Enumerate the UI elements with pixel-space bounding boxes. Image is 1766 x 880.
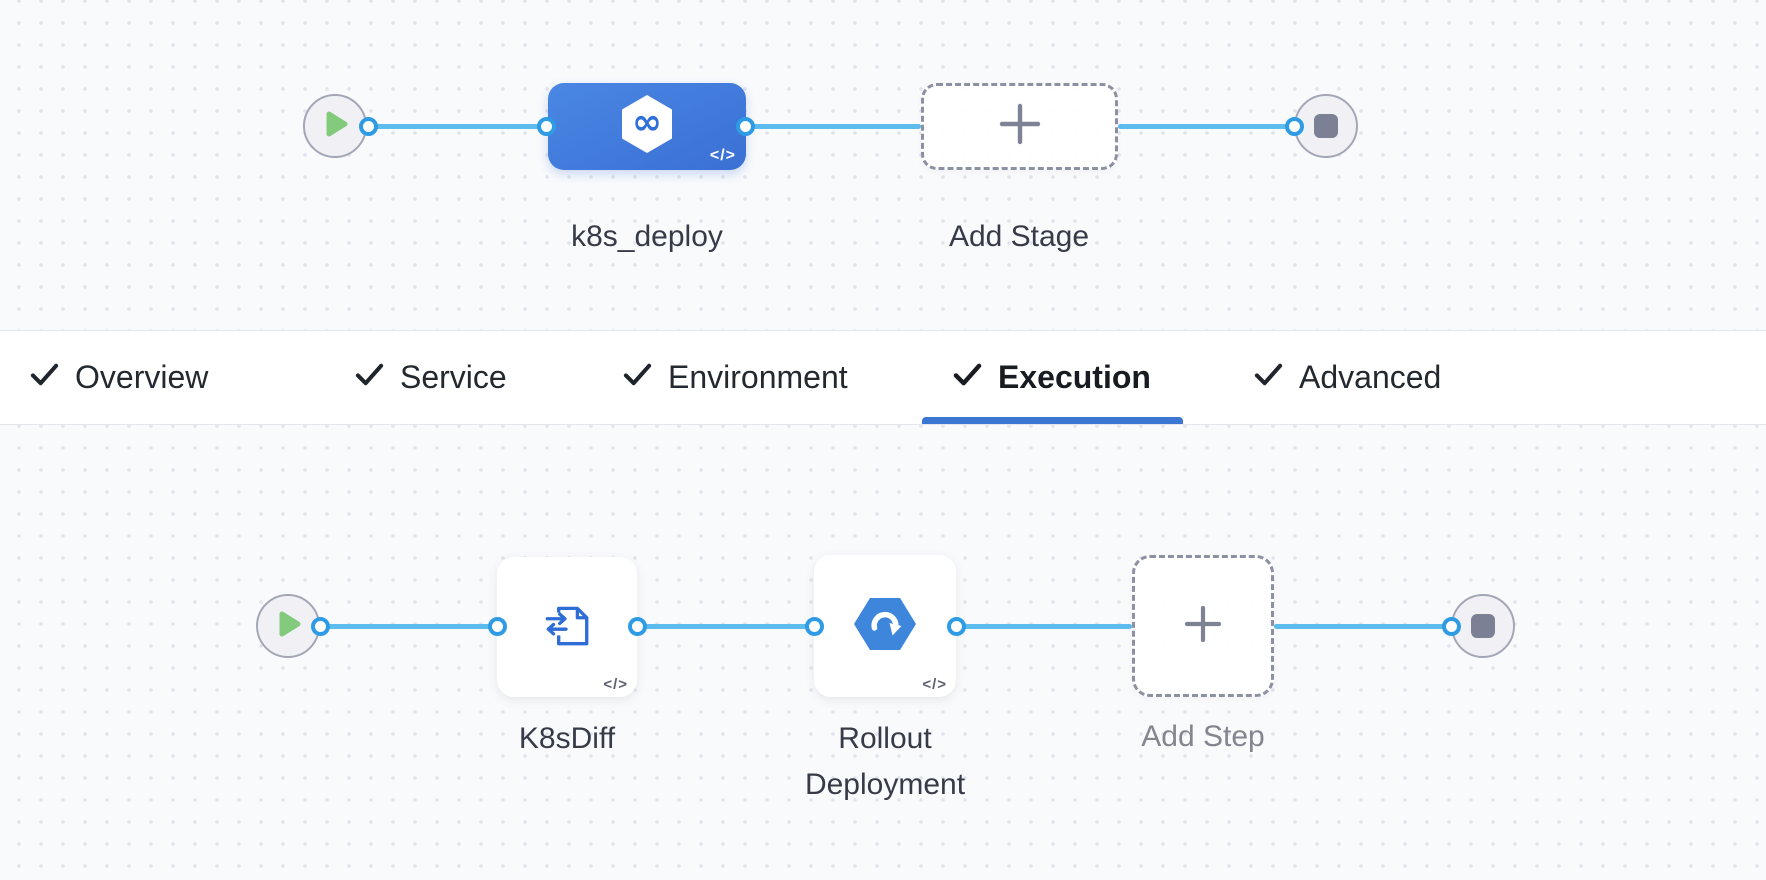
- active-tab-underline: [922, 417, 1183, 424]
- connector-port[interactable]: [735, 116, 755, 136]
- connector-port[interactable]: [358, 116, 378, 136]
- tab-environment[interactable]: Environment: [622, 331, 848, 424]
- stage-name-label: k8s_deploy: [571, 220, 723, 253]
- tab-execution[interactable]: Execution: [952, 331, 1151, 424]
- stage-graph-canvas: [0, 0, 1766, 331]
- check-icon: [29, 359, 60, 396]
- step-name-label: Rollout Deployment: [804, 722, 966, 801]
- pipeline-start-node: [303, 94, 367, 158]
- tab-label: Overview: [75, 359, 209, 395]
- tab-label: Service: [400, 359, 507, 395]
- plus-icon: [1184, 605, 1222, 648]
- execution-start-node: [256, 594, 320, 658]
- connector-port[interactable]: [310, 616, 330, 636]
- tab-label: Execution: [998, 359, 1151, 395]
- stop-icon: [1471, 614, 1495, 638]
- svg-text:∞: ∞: [632, 102, 662, 143]
- connector-line: [1274, 623, 1451, 629]
- tab-overview[interactable]: Overview: [29, 331, 208, 424]
- rollout-deployment-icon: [852, 594, 918, 659]
- connector-port[interactable]: [1284, 116, 1304, 136]
- step-card-rollout-deployment[interactable]: </>: [814, 555, 956, 697]
- code-view-badge[interactable]: </>: [922, 676, 947, 693]
- code-view-badge[interactable]: </>: [709, 147, 736, 164]
- tab-label: Advanced: [1299, 359, 1442, 395]
- add-stage-button[interactable]: [921, 83, 1118, 170]
- connector-line: [368, 123, 546, 129]
- connector-line: [1118, 123, 1294, 129]
- add-step-button[interactable]: [1132, 555, 1274, 697]
- stage-card-k8s-deploy[interactable]: ∞ </>: [548, 83, 746, 170]
- check-icon: [952, 359, 983, 396]
- connector-port[interactable]: [487, 616, 507, 636]
- connector-line: [637, 623, 814, 629]
- execution-end-node: [1451, 594, 1515, 658]
- add-step-label: Add Step: [1141, 720, 1265, 753]
- connector-port[interactable]: [627, 616, 647, 636]
- connector-line: [320, 623, 497, 629]
- pipeline-end-node: [1294, 94, 1358, 158]
- stop-icon: [1314, 114, 1338, 138]
- play-icon: [273, 608, 303, 645]
- connector-port[interactable]: [536, 116, 556, 136]
- play-icon: [320, 108, 350, 145]
- tab-advanced[interactable]: Advanced: [1253, 331, 1441, 424]
- k8s-diff-icon: [540, 598, 594, 657]
- check-icon: [354, 359, 385, 396]
- connector-line: [956, 623, 1132, 629]
- harness-pipeline-icon: ∞: [619, 94, 675, 159]
- tab-service[interactable]: Service: [354, 331, 507, 424]
- check-icon: [622, 359, 653, 396]
- connector-port[interactable]: [1441, 616, 1461, 636]
- code-view-badge[interactable]: </>: [603, 676, 628, 693]
- connector-line: [745, 123, 921, 129]
- connector-port[interactable]: [804, 616, 824, 636]
- connector-port[interactable]: [946, 616, 966, 636]
- step-name-label: K8sDiff: [518, 722, 616, 755]
- step-card-k8sdiff[interactable]: </>: [497, 557, 637, 697]
- check-icon: [1253, 359, 1284, 396]
- add-stage-label: Add Stage: [948, 220, 1090, 253]
- plus-icon: [999, 103, 1041, 150]
- stage-config-tab-bar: Overview Service Environment Execution A…: [0, 331, 1766, 424]
- tab-label: Environment: [668, 359, 848, 395]
